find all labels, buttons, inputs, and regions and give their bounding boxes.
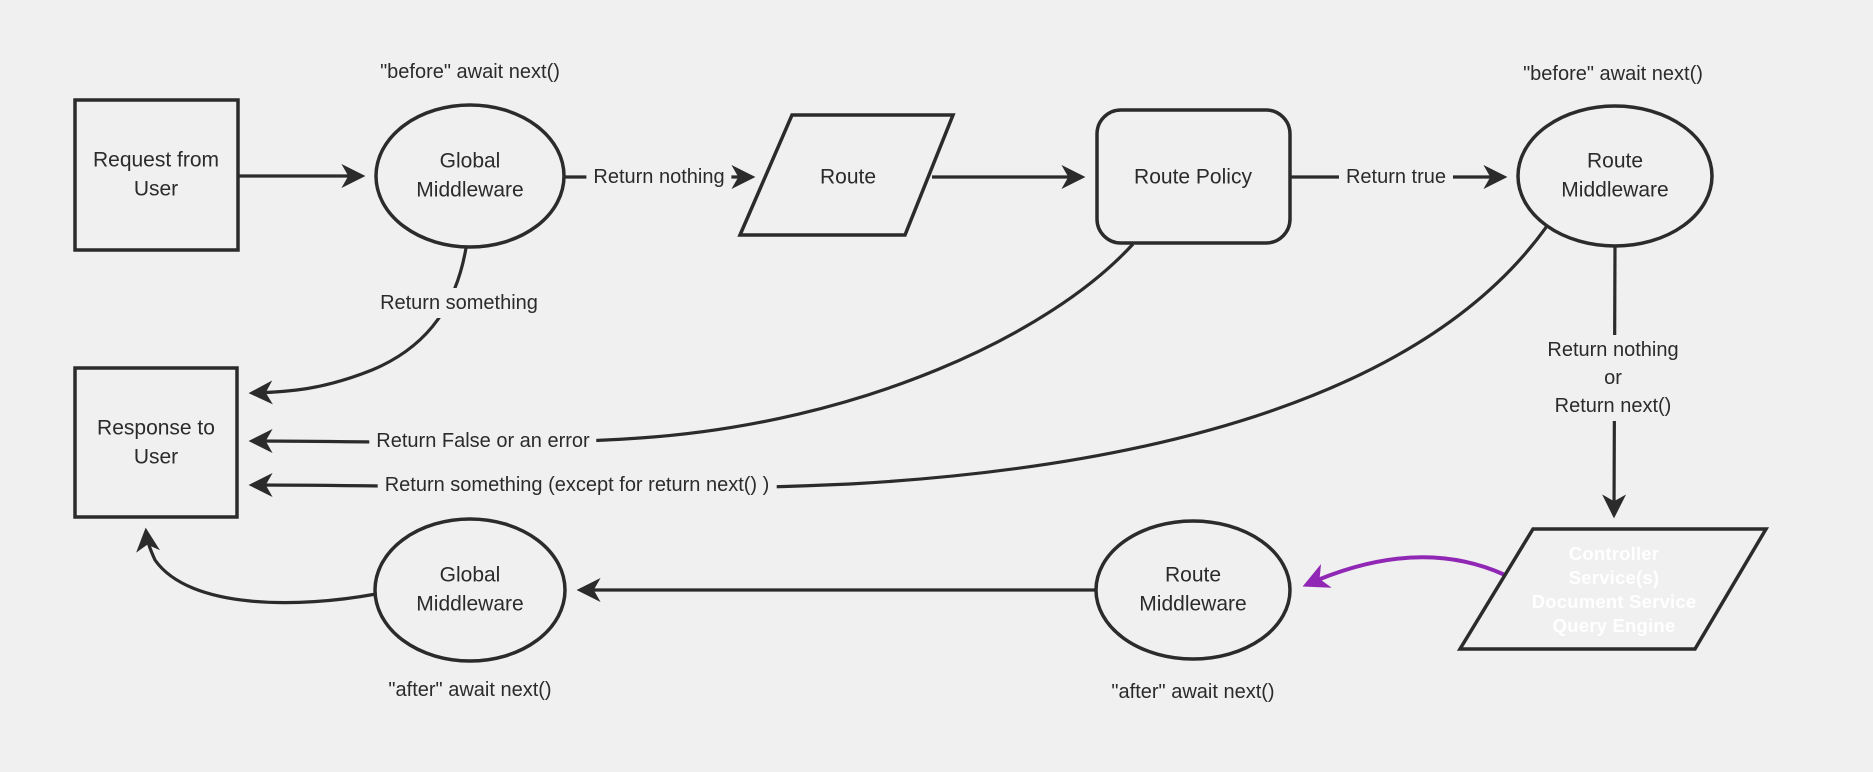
response-to-user-label: Response to User [97, 416, 215, 469]
after-await-next-bottom-left-label: "after" await next() [388, 679, 552, 701]
return-something-edge-label: Return something [373, 288, 545, 318]
node-response-to-user [73, 366, 239, 519]
controller-services-label: Controller Service(s) Document Service Q… [1531, 542, 1697, 637]
node-route-middleware-top [1516, 104, 1714, 248]
edge-global-middleware-bottom-to-response [136, 527, 377, 605]
node-request-from-user [73, 98, 240, 252]
after-await-next-bottom-right-label: "after" await next() [1111, 681, 1275, 703]
node-route-policy [1095, 108, 1292, 245]
edge-route-policy-to-response [248, 242, 1135, 454]
route-label: Route [819, 165, 877, 189]
global-middleware-top-label: Global Middleware [416, 149, 524, 202]
return-true-edge-label: Return true [1338, 162, 1454, 192]
route-policy-label: Route Policy [1134, 165, 1252, 189]
return-nothing-or-next-edge-label: Return nothing or Return next() [1540, 335, 1686, 421]
route-middleware-top-label: Route Middleware [1561, 149, 1669, 202]
return-nothing-edge-label: Return nothing [586, 162, 732, 192]
edge-controller-to-route-middleware-bottom [1302, 555, 1506, 588]
route-middleware-bottom-label: Route Middleware [1139, 563, 1247, 616]
node-controller-services [1456, 527, 1770, 651]
node-global-middleware-bottom [373, 517, 567, 663]
before-await-next-top-left-label: "before" await next() [380, 61, 560, 83]
node-global-middleware-top [374, 103, 566, 249]
edge-global-middleware-top-to-response [248, 247, 468, 405]
return-something-except-edge-label: Return something (except for return next… [377, 470, 777, 500]
node-route [737, 113, 956, 237]
return-false-or-error-edge-label: Return False or an error [369, 426, 597, 456]
before-await-next-top-right-label: "before" await next() [1523, 63, 1703, 85]
node-route-middleware-bottom [1094, 519, 1292, 661]
request-from-user-label: Request from User [92, 148, 220, 201]
global-middleware-bottom-label: Global Middleware [416, 563, 524, 616]
